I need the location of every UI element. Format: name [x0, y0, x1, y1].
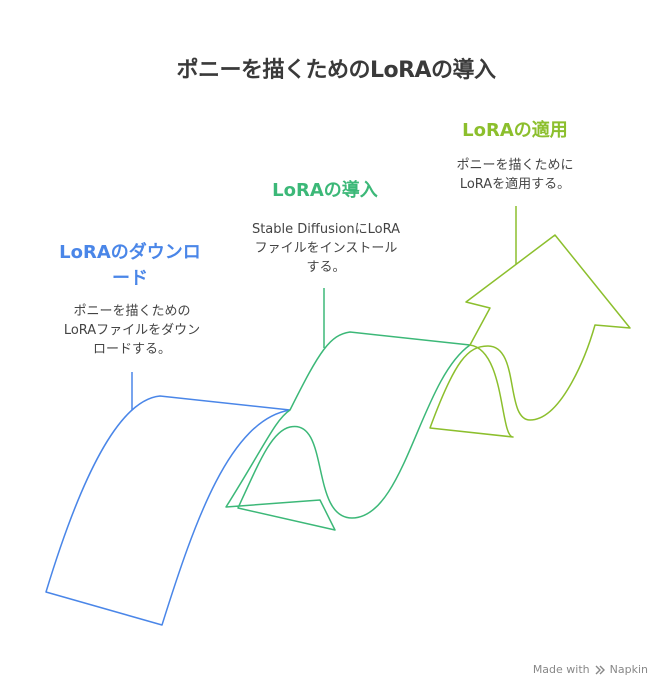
green-ribbon-segment	[225, 331, 471, 531]
step-1-desc-line-1: ポニーを描くための	[73, 304, 191, 319]
page-title: ポニーを描くためのLoRAの導入	[176, 58, 496, 83]
step-3-title: LoRAの適用	[420, 118, 610, 144]
step-3-description: ポニーを描くために LoRAを適用する。	[420, 156, 610, 194]
step-2-title: LoRAの導入	[230, 178, 420, 204]
step-2-desc-line-2: ファイルをインストール	[254, 241, 398, 256]
step-1-desc-line-3: ロードする。	[92, 342, 171, 357]
step-2-desc-line-1: Stable DiffusionにLoRA	[251, 222, 401, 237]
step-3-desc-line-1: ポニーを描くために	[456, 158, 574, 173]
step-3-desc-line-2: LoRAを適用する。	[459, 177, 571, 192]
footer-brand: Napkin	[609, 663, 648, 676]
step-1-desc-line-2: LoRAファイルをダウン	[63, 323, 201, 338]
step-3-title-line-1: LoRAの適用	[462, 120, 568, 141]
step-1-title-line-1: LoRAのダウンロ	[59, 242, 201, 263]
step-1-description: ポニーを描くための LoRAファイルをダウン ロードする。	[40, 302, 224, 359]
green-arrow-segment	[429, 234, 631, 438]
napkin-logo-icon	[595, 665, 605, 674]
footer: Made with Napkin	[533, 663, 648, 676]
step-1-title: LoRAのダウンロ ード	[40, 240, 220, 292]
step-2-title-line-1: LoRAの導入	[272, 180, 378, 201]
step-1-title-line-2: ード	[112, 268, 148, 289]
footer-made-with: Made with	[532, 663, 590, 676]
step-2-description: Stable DiffusionにLoRA ファイルをインストール する。	[228, 220, 424, 277]
step-2-desc-line-3: する。	[306, 260, 346, 275]
